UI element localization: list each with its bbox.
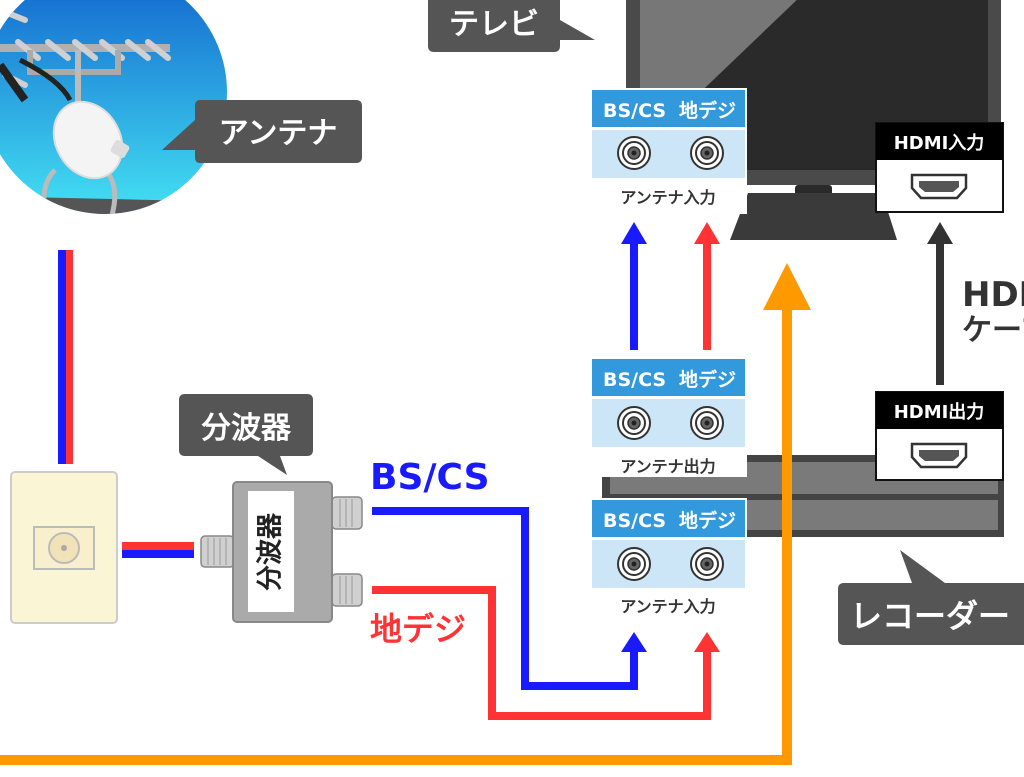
terrestrial-tv-arrowhead	[694, 222, 720, 244]
tv-in-caption: アンテナ入力	[620, 188, 715, 207]
bs-cs-arrowhead	[621, 632, 647, 652]
outlet-splitter-cable	[122, 542, 194, 558]
rec-out-caption: アンテナ出力	[620, 457, 715, 476]
antenna-cable	[58, 250, 73, 464]
orange-arrowhead	[763, 263, 811, 310]
tv-label-bubble: テレビ	[428, 0, 595, 52]
tv-in-terrestrial-label: 地デジ	[679, 99, 736, 122]
rec-in-terrestrial-label: 地デジ	[679, 509, 736, 532]
splitter-label-bubble: 分波器	[179, 394, 313, 475]
bs-cs-connector-icon	[617, 547, 651, 581]
hdmi-cable	[936, 240, 944, 385]
rec-in-bs-cs-label: BS/CS	[603, 510, 666, 532]
bs-cs-connector-icon	[617, 406, 651, 440]
terrestrial-cable	[372, 586, 711, 720]
terrestrial-arrowhead	[694, 632, 720, 652]
terrestrial-connector-icon	[690, 547, 724, 581]
hdmi-port-icon	[910, 173, 968, 200]
tv-label: テレビ	[449, 7, 539, 42]
recorder-antenna-input-panel: BS/CS 地デジ アンテナ入力	[590, 498, 747, 618]
bs-cs-recorder-tv-cable	[630, 240, 638, 350]
tv-antenna-input-panel: BS/CS 地デジ アンテナ入力	[590, 88, 747, 214]
recorder-hdmi-output-panel: HDMI出力	[875, 391, 1004, 481]
recorder-hdmi-output-label: HDMI出力	[894, 401, 985, 423]
bs-cs-cable	[372, 507, 638, 690]
terrestrial-connector-icon	[690, 406, 724, 440]
bs-cs-connector-icon	[617, 136, 651, 170]
terrestrial-connector-icon	[690, 136, 724, 170]
recorder-antenna-output-panel: BS/CS 地デジ アンテナ出力	[590, 357, 747, 477]
bs-cs-tv-arrowhead	[621, 222, 647, 244]
antenna-label: アンテナ	[219, 116, 338, 151]
hdmi-cable-label-line2: ケーブル	[962, 313, 1024, 348]
wall-outlet	[10, 471, 118, 624]
splitter-body-label: 分波器	[256, 512, 286, 591]
recorder-label: レコーダー	[850, 597, 1010, 635]
antenna-label-bubble: アンテナ	[162, 100, 362, 163]
terrestrial-recorder-tv-cable	[703, 240, 711, 350]
terrestrial-line-label: 地デジ	[370, 610, 466, 648]
rec-in-caption: アンテナ入力	[620, 597, 715, 616]
tv-hdmi-input-label: HDMI入力	[894, 133, 985, 154]
tv-in-bs-cs-label: BS/CS	[603, 100, 666, 122]
tv-hdmi-input-panel: HDMI入力	[875, 122, 1004, 213]
hdmi-port-icon	[910, 442, 968, 469]
hdmi-cable-label-line1: HDMI	[962, 275, 1024, 315]
splitter-device: 分波器	[200, 481, 363, 623]
splitter-label: 分波器	[201, 411, 292, 446]
recorder-label-bubble: レコーダー	[838, 550, 1024, 645]
rec-out-terrestrial-label: 地デジ	[679, 368, 736, 391]
hdmi-arrowhead	[927, 222, 953, 244]
orange-cable	[0, 285, 792, 765]
bs-cs-line-label: BS/CS	[370, 457, 490, 498]
rec-out-bs-cs-label: BS/CS	[603, 369, 666, 391]
